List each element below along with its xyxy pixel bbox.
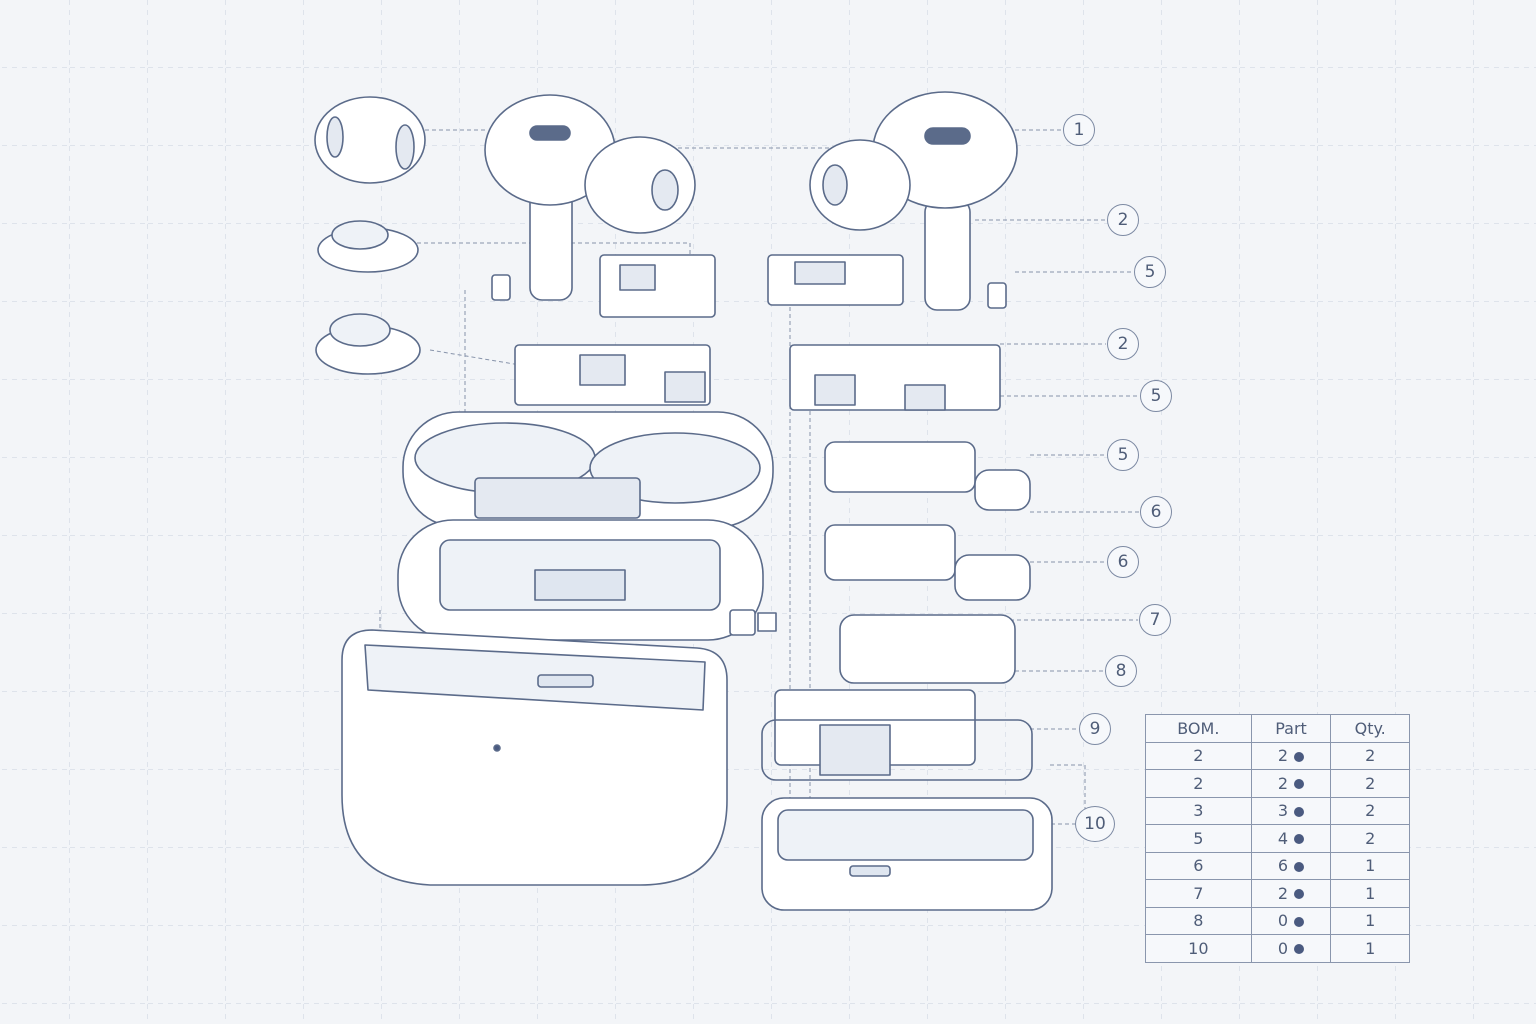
dot-icon [1294,861,1305,872]
bom-part: 6 [1250,851,1332,880]
case-base [761,797,1053,911]
mesh-ring-top [317,220,419,273]
dot-icon [1294,834,1305,845]
bom-qty: 1 [1330,906,1410,935]
ear-tip [314,96,426,184]
bom-qty: 1 [1330,879,1410,908]
bom-row: 3 3 2 [1145,796,1410,825]
part-number: 2 [1277,883,1289,903]
bom-header-part: Part [1250,714,1332,743]
right-earbud [809,91,1018,311]
bom-part: 0 [1250,906,1332,935]
bom-number: 6 [1145,851,1252,880]
bom-row: 2 2 2 [1145,741,1410,770]
bom-row: 2 2 2 [1145,769,1410,798]
callout-5: 5 [1140,380,1172,412]
dot-icon [1294,806,1305,817]
case-lid [402,411,774,528]
callout-9: 9 [1079,713,1111,745]
callout-8: 8 [1105,655,1137,687]
leader-lines [379,129,1139,825]
callout-1: 1 [1063,114,1095,146]
bom-qty: 2 [1330,741,1410,770]
bom-number: 2 [1145,769,1252,798]
bom-row: 8 0 1 [1145,906,1410,935]
part-number: 4 [1277,828,1289,848]
callout-2: 2 [1107,204,1139,236]
bom-header-bom: BOM. [1145,714,1252,743]
bom-number: 10 [1145,934,1252,963]
part-number: 6 [1277,856,1289,876]
part-number: 2 [1277,773,1289,793]
callout-5: 5 [1134,256,1166,288]
bom-row: 10 0 1 [1145,934,1410,963]
bom-qty: 2 [1330,796,1410,825]
dot-icon [1294,944,1305,955]
bom-header-qty: Qty. [1330,714,1410,743]
callout-5: 5 [1107,439,1139,471]
callout-6: 6 [1107,546,1139,578]
bom-row: 5 4 2 [1145,824,1410,853]
bom-number: 8 [1145,906,1252,935]
callout-7: 7 [1139,604,1171,636]
bom-header-row: BOM. Part Qty. [1145,714,1410,743]
part-number: 2 [1277,746,1289,766]
bom-qty: 2 [1330,769,1410,798]
callout-2: 2 [1107,328,1139,360]
callout-10: 10 [1075,806,1115,842]
dot-icon [1294,751,1305,762]
bom-qty: 2 [1330,824,1410,853]
bom-number: 3 [1145,796,1252,825]
bom-part: 2 [1250,769,1332,798]
bom-number: 2 [1145,741,1252,770]
bom-qty: 1 [1330,851,1410,880]
dot-icon [1294,889,1305,900]
bom-row: 6 6 1 [1145,851,1410,880]
left-earbud [484,94,696,301]
dot-icon [1294,916,1305,927]
bom-part: 2 [1250,741,1332,770]
case-tray [397,519,777,641]
callout-6: 6 [1140,496,1172,528]
mesh-ring-bottom [315,313,421,375]
part-number: 0 [1277,911,1289,931]
bom-part: 4 [1250,824,1332,853]
bom-part: 2 [1250,879,1332,908]
bom-row: 7 2 1 [1145,879,1410,908]
part-number: 0 [1277,938,1289,958]
internal-modules [491,254,1033,781]
bom-number: 7 [1145,879,1252,908]
bom-part: 3 [1250,796,1332,825]
dot-icon [1294,779,1305,790]
bom-part: 0 [1250,934,1332,963]
bom-number: 5 [1145,824,1252,853]
part-number: 3 [1277,801,1289,821]
bom-qty: 1 [1330,934,1410,963]
case-body [341,629,728,886]
